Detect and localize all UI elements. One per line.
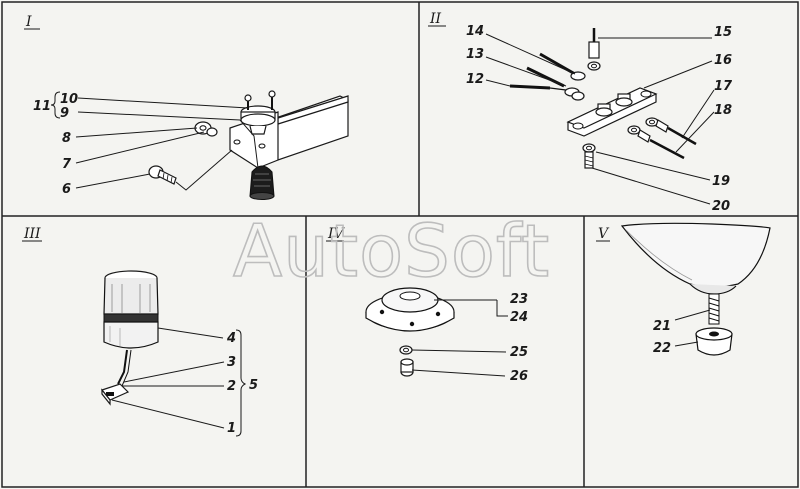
bolt-6 xyxy=(148,165,177,185)
cable-plug xyxy=(100,349,132,406)
lamp-housing xyxy=(620,222,771,295)
callout-8: 8 xyxy=(62,131,71,146)
watermark-logo: AutoSoft xyxy=(233,209,550,293)
callout-2: 2 xyxy=(227,379,236,394)
callout-22: 22 xyxy=(653,341,671,356)
panel-numeral-iii: III xyxy=(23,226,41,242)
callout-3: 3 xyxy=(227,355,236,370)
bolt-26 xyxy=(400,358,414,377)
panel-i: I xyxy=(24,14,349,200)
washer-25 xyxy=(399,345,413,355)
panel-ii: II xyxy=(428,11,733,214)
knob-nut-22 xyxy=(695,327,733,356)
washer-8 xyxy=(194,121,218,137)
terminal-strip xyxy=(566,87,658,137)
callout-17: 17 xyxy=(714,79,733,94)
callout-15: 15 xyxy=(714,25,732,40)
mounting-base xyxy=(365,287,455,332)
callout-18: 18 xyxy=(714,103,732,118)
callout-26: 26 xyxy=(510,369,528,384)
panel-numeral-ii: II xyxy=(429,11,442,27)
callout-23: 23 xyxy=(510,292,528,307)
callout-19: 19 xyxy=(712,174,730,189)
callout-12: 12 xyxy=(466,72,484,87)
panel-numeral-i: I xyxy=(25,14,32,30)
callout-10: 10 xyxy=(60,92,78,107)
wire-12 xyxy=(509,84,585,101)
wire-17 xyxy=(645,117,697,146)
panel-v: V 21 22 xyxy=(596,222,771,356)
callout-16: 16 xyxy=(714,53,732,68)
beacon-lamp xyxy=(103,270,159,349)
panel-iii: III 4 3 2 5 1 xyxy=(22,226,258,437)
callout-11: 11 xyxy=(33,99,51,114)
wire-18 xyxy=(627,125,685,160)
screw-19 xyxy=(582,143,596,169)
callout-21: 21 xyxy=(653,319,671,334)
callout-1: 1 xyxy=(227,421,236,436)
switch-body xyxy=(240,90,276,135)
callout-25: 25 xyxy=(510,345,528,360)
callout-13: 13 xyxy=(466,47,484,62)
wire-15 xyxy=(587,28,601,71)
callout-5: 5 xyxy=(249,378,258,393)
panel-numeral-iv: IV xyxy=(327,226,346,242)
stud-21 xyxy=(708,293,720,325)
panel-iv: IV 23 24 25 26 xyxy=(326,226,528,384)
callout-20: 20 xyxy=(712,199,730,214)
callout-6: 6 xyxy=(62,182,71,197)
callout-4: 4 xyxy=(226,331,236,346)
callout-9: 9 xyxy=(60,106,69,121)
rubber-boot xyxy=(249,165,275,200)
panel-numeral-v: V xyxy=(598,226,610,242)
callout-24: 24 xyxy=(510,310,528,325)
callout-14: 14 xyxy=(466,24,484,39)
callout-7: 7 xyxy=(62,157,72,172)
